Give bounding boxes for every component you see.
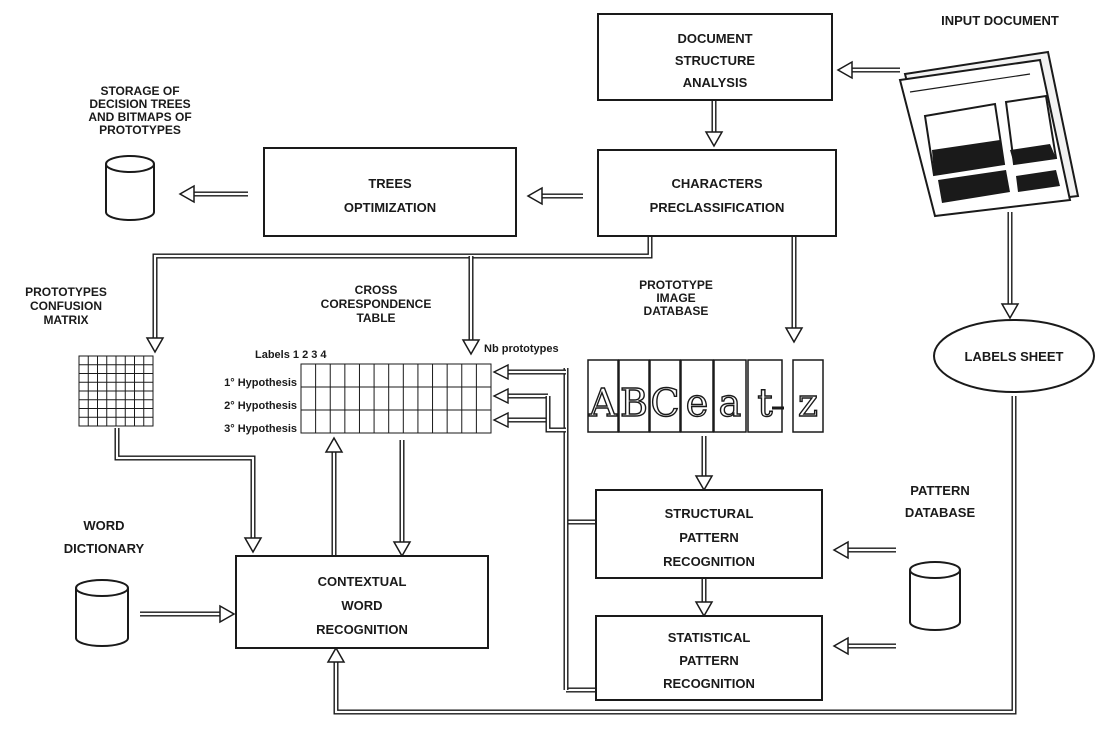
prototype-glyph: a bbox=[714, 360, 746, 432]
nb-prototypes-label: Nb prototypes bbox=[484, 343, 559, 355]
hypothesis-2-label: 2° Hypothesis bbox=[224, 400, 297, 412]
box-line: STATISTICAL bbox=[668, 630, 751, 645]
line-matrix-to-contextual bbox=[117, 428, 261, 552]
box-line: PATTERN bbox=[679, 653, 738, 668]
prototype-glyph: t bbox=[748, 360, 782, 432]
storage-cylinder-icon bbox=[106, 156, 154, 220]
box-line: STRUCTURAL bbox=[665, 506, 754, 521]
box-line: PATTERN bbox=[679, 530, 738, 545]
prototype-char: e bbox=[686, 381, 709, 425]
prototype-char: a bbox=[719, 381, 742, 425]
bracket-recognition-to-table bbox=[494, 365, 596, 690]
box-line: DOCUMENT bbox=[677, 31, 752, 46]
cross-correspondence-grid bbox=[301, 364, 491, 433]
box-line: CHARACTERS bbox=[672, 176, 763, 191]
prototype-char: A bbox=[588, 381, 617, 425]
storage-label-line: STORAGE OF bbox=[100, 84, 179, 98]
input-document-icon: INPUT DOCUMENT bbox=[900, 13, 1078, 216]
box-line: RECOGNITION bbox=[316, 622, 408, 637]
dictionary-label-line: DICTIONARY bbox=[64, 541, 145, 556]
arrow-table-to-contextual bbox=[394, 440, 410, 556]
box-line: STRUCTURE bbox=[675, 53, 755, 68]
prototype-glyph: A bbox=[588, 360, 618, 432]
input-document-label: INPUT DOCUMENT bbox=[941, 13, 1059, 28]
protodb-label-line: PROTOTYPE bbox=[639, 278, 713, 292]
arrow-protodb-to-structural bbox=[696, 436, 712, 490]
cross-label-line: CROSS bbox=[355, 283, 398, 297]
box-line: RECOGNITION bbox=[663, 676, 755, 691]
box-document-structure-analysis: DOCUMENT STRUCTURE ANALYSIS bbox=[598, 14, 832, 100]
storage-label-line: DECISION TREES bbox=[89, 97, 190, 111]
arrow-trees-to-storage bbox=[180, 186, 248, 202]
arrow-structure-to-preclass bbox=[706, 100, 722, 146]
cross-label-line: TABLE bbox=[356, 311, 395, 325]
pattern-cylinder-icon bbox=[910, 562, 960, 630]
confusion-matrix-group: PROTOTYPES CONFUSION MATRIX bbox=[25, 285, 153, 426]
arrow-patterndb-to-structural bbox=[834, 542, 896, 558]
prototype-char: t bbox=[757, 381, 772, 425]
box-line: PRECLASSIFICATION bbox=[650, 200, 785, 215]
box-statistical-pattern-recognition: STATISTICAL PATTERN RECOGNITION bbox=[596, 616, 822, 700]
labels-sheet-text: LABELS SHEET bbox=[965, 349, 1064, 364]
box-line: RECOGNITION bbox=[663, 554, 755, 569]
prototype-char: z bbox=[798, 381, 818, 425]
table-frame bbox=[301, 364, 491, 433]
table-labels-header: Labels 1 2 3 4 bbox=[255, 349, 327, 361]
patterndb-label-line: DATABASE bbox=[905, 505, 976, 520]
box-line: TREES bbox=[368, 176, 412, 191]
hypothesis-1-label: 1° Hypothesis bbox=[224, 377, 297, 389]
confusion-matrix-grid bbox=[79, 356, 153, 426]
cross-label-line: CORESPONDENCE bbox=[321, 297, 432, 311]
confusion-label-line: MATRIX bbox=[43, 313, 88, 327]
storage-label-line: PROTOTYPES bbox=[99, 123, 181, 137]
dictionary-cylinder-icon bbox=[76, 580, 128, 646]
confusion-label-line: CONFUSION bbox=[30, 299, 102, 313]
confusion-label-line: PROTOTYPES bbox=[25, 285, 107, 299]
box-line: ANALYSIS bbox=[683, 75, 748, 90]
prototype-glyph: C bbox=[650, 360, 680, 432]
arrow-preclass-to-trees bbox=[528, 188, 583, 204]
prototype-char: B bbox=[620, 381, 648, 425]
arrow-input-to-structure bbox=[838, 62, 900, 78]
prototype-glyph: e bbox=[681, 360, 713, 432]
protodb-label-line: IMAGE bbox=[656, 291, 695, 305]
box-line: OPTIMIZATION bbox=[344, 200, 436, 215]
arrow-preclass-to-protodb bbox=[786, 236, 802, 342]
patterndb-label-line: PATTERN bbox=[910, 483, 969, 498]
word-dictionary-group: WORD DICTIONARY bbox=[64, 518, 145, 646]
box-trees-optimization: TREES OPTIMIZATION bbox=[264, 148, 516, 236]
line-preclass-to-matrix bbox=[147, 236, 650, 352]
arrow-structural-to-statistical bbox=[696, 578, 712, 616]
box-contextual-word-recognition: CONTEXTUAL WORD RECOGNITION bbox=[236, 556, 488, 648]
prototype-char: C bbox=[650, 381, 679, 425]
line-to-nb-prototypes bbox=[463, 256, 479, 354]
box-structural-pattern-recognition: STRUCTURAL PATTERN RECOGNITION bbox=[596, 490, 822, 578]
storage-group: STORAGE OF DECISION TREES AND BITMAPS OF… bbox=[88, 84, 191, 220]
box-line: CONTEXTUAL bbox=[318, 574, 407, 589]
protodb-label-line: DATABASE bbox=[644, 304, 709, 318]
hypothesis-3-label: 3° Hypothesis bbox=[224, 423, 297, 435]
arrow-contextual-to-table bbox=[326, 438, 342, 556]
dictionary-label-line: WORD bbox=[83, 518, 124, 533]
prototype-glyph: B bbox=[619, 360, 649, 432]
box-characters-preclassification: CHARACTERS PRECLASSIFICATION bbox=[598, 150, 836, 236]
arrow-dictionary-to-contextual bbox=[140, 606, 234, 622]
pattern-database-group: PATTERN DATABASE bbox=[905, 483, 976, 630]
box-line: WORD bbox=[341, 598, 382, 613]
arrow-patterndb-to-statistical bbox=[834, 638, 896, 654]
prototype-glyph: z bbox=[793, 360, 823, 432]
storage-label-line: AND BITMAPS OF bbox=[88, 110, 191, 124]
labels-sheet-ellipse: LABELS SHEET bbox=[934, 320, 1094, 392]
arrow-input-to-labels bbox=[1002, 212, 1018, 318]
